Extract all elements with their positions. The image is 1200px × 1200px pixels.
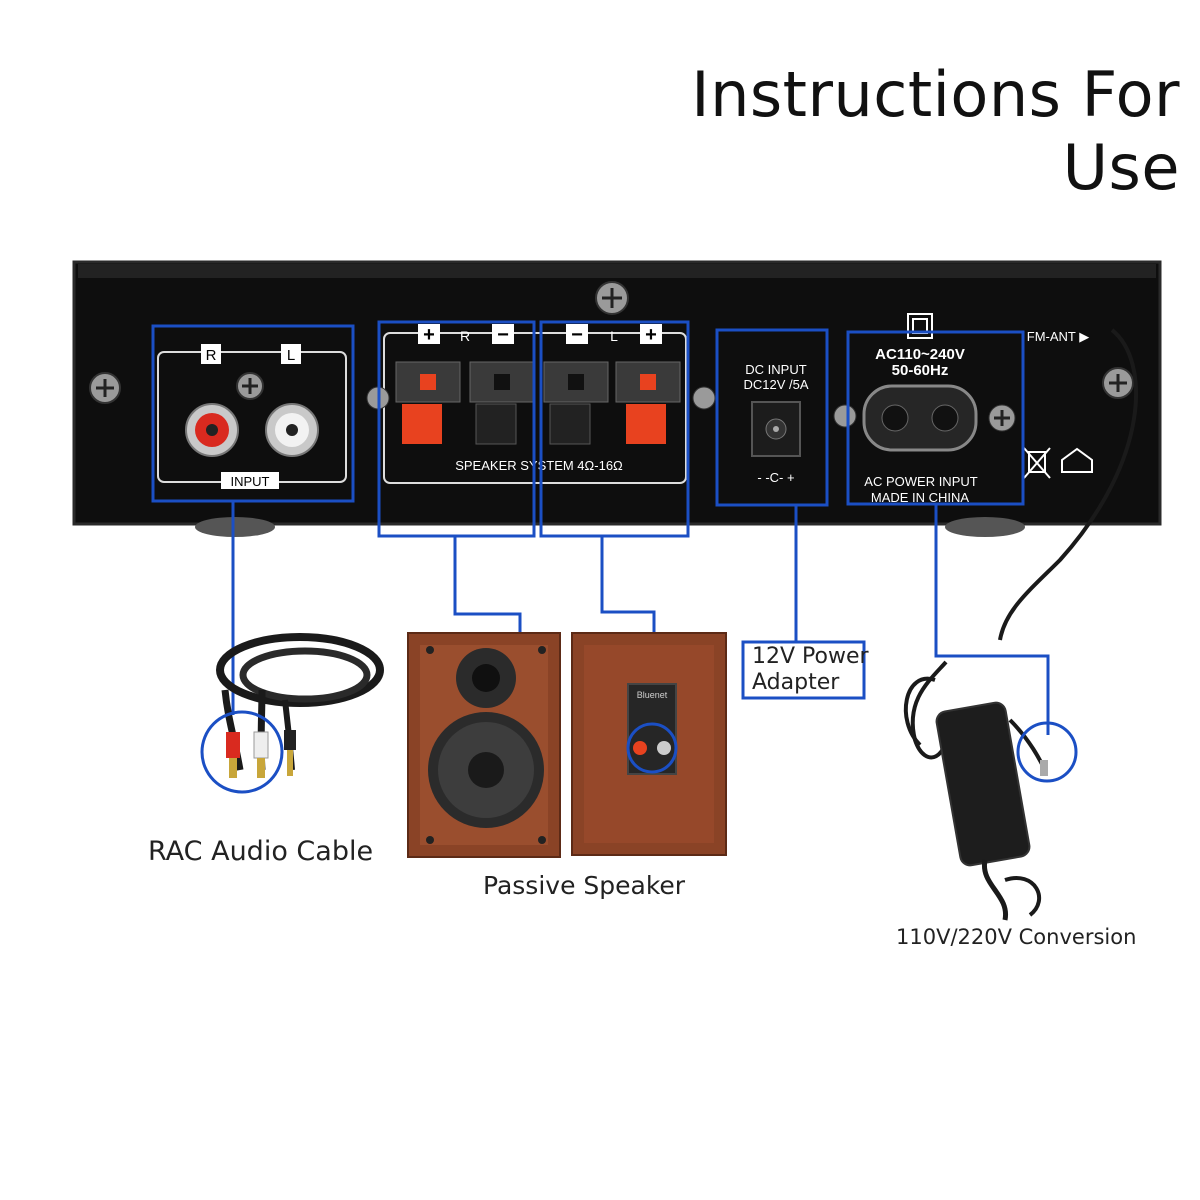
input-r-label: R xyxy=(206,347,217,364)
power-adapter xyxy=(903,660,1078,921)
power-adapter-box xyxy=(741,640,866,700)
power-adapter-label-line2: Adapter xyxy=(752,670,840,695)
rca-input-section: R L INPUT xyxy=(157,344,347,489)
page-title: Instructions For Use xyxy=(691,58,1180,204)
svg-text:AC110~240V: AC110~240V xyxy=(875,346,965,363)
weee-bin-icon xyxy=(1023,447,1051,479)
svg-text:MADE IN CHINA: MADE IN CHINA xyxy=(871,490,970,505)
plug-highlight-circle xyxy=(200,710,284,794)
passive-speaker-caption: Passive Speaker xyxy=(483,871,686,900)
indoor-use-icon xyxy=(1061,447,1093,473)
svg-text:AC POWER INPUT: AC POWER INPUT xyxy=(864,474,977,489)
input-l-label: L xyxy=(287,347,295,364)
conversion-caption: 110V/220V Conversion xyxy=(896,925,1137,949)
power-adapter-label-line1: 12V Power xyxy=(752,644,869,669)
adapter-plug-highlight-circle xyxy=(1016,721,1078,783)
svg-text:DC12V /5A: DC12V /5A xyxy=(743,377,808,392)
rca-audio-cable xyxy=(200,633,384,794)
screw-icon xyxy=(692,386,716,410)
highlight-boxes xyxy=(151,320,1025,538)
terminal-highlight-circle xyxy=(626,722,678,774)
ac-socket xyxy=(862,384,978,452)
svg-text:−: − xyxy=(571,324,583,346)
svg-text:DC INPUT: DC INPUT xyxy=(745,362,806,377)
svg-text:+: + xyxy=(423,324,435,346)
passive-speaker-back: Bluenet xyxy=(571,632,727,856)
svg-text:L: L xyxy=(610,328,618,344)
speaker-brand: Bluenet xyxy=(637,690,668,700)
power-adapter-label: 12V Power Adapter xyxy=(752,644,869,696)
dc-input-section: DC INPUT DC12V /5A - -C- + xyxy=(743,362,808,485)
svg-text:−: − xyxy=(497,324,509,346)
antenna-cable xyxy=(998,328,1138,641)
svg-text:+: + xyxy=(645,324,657,346)
ac-input-section: AC110~240V 50-60Hz AC POWER INPUT MADE I… xyxy=(833,313,1093,505)
svg-text:R: R xyxy=(460,328,470,344)
audio-cable-caption: RAC Audio Cable xyxy=(148,836,374,867)
svg-text:- -C- +: - -C- + xyxy=(757,470,794,485)
dc-jack xyxy=(751,401,801,457)
speaker-terminals: + R − − L + SPEAKER SYSTEM 4Ω-16Ω xyxy=(366,324,716,484)
screw-icon xyxy=(833,404,857,428)
fm-antenna-label: FM-ANT ▶ xyxy=(1027,329,1089,344)
svg-text:50-60Hz: 50-60Hz xyxy=(892,362,949,379)
passive-speaker-front xyxy=(407,632,561,858)
speaker-system-label: SPEAKER SYSTEM 4Ω-16Ω xyxy=(455,458,623,473)
input-label: INPUT xyxy=(231,474,270,489)
